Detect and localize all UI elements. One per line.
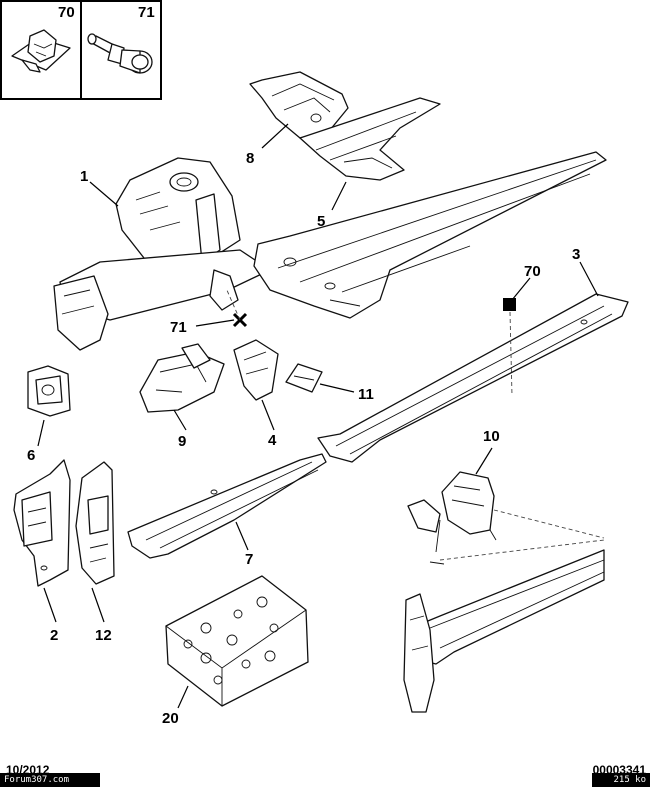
- part-2-reinforcement: [13, 459, 71, 587]
- stud-71-marker: [225, 287, 248, 328]
- part-1-front-member: [53, 157, 271, 351]
- callout-5: 5: [317, 213, 325, 230]
- callout-10: 10: [483, 428, 500, 445]
- callout-7: 7: [245, 551, 253, 568]
- part-4-bracket: [233, 339, 279, 401]
- part-12-reinforcement: [75, 461, 115, 585]
- callout-2: 2: [50, 627, 58, 644]
- rear-frame: [403, 509, 605, 713]
- footer-site: Forum307.com: [4, 775, 70, 785]
- callout-labels: 1 2 3 4 5 6 7 8 9 10 11 12 20 70 71: [27, 150, 580, 727]
- callout-12: 12: [95, 627, 112, 644]
- leader-lines: [37, 123, 599, 709]
- stud-71-icon: [87, 33, 153, 74]
- callout-70: 70: [524, 263, 541, 280]
- callout-4: 4: [268, 432, 277, 449]
- inset-box: 70 71: [0, 0, 162, 100]
- part-8-bracket: [249, 71, 349, 139]
- footer-size: 215 ko: [613, 775, 646, 785]
- part-11-plate: [285, 363, 323, 393]
- part-20-fastener-kit: [165, 575, 309, 707]
- long-side-rail: [253, 151, 607, 319]
- callout-8: 8: [246, 150, 254, 167]
- part-9-bracket: [139, 343, 225, 413]
- callout-20: 20: [162, 710, 179, 727]
- callout-71: 71: [170, 319, 187, 336]
- part-7-rail: [127, 453, 327, 559]
- callout-3: 3: [572, 246, 580, 263]
- callout-11: 11: [358, 386, 374, 403]
- part-6-plate: [27, 365, 71, 417]
- part-3-sill: [317, 293, 629, 463]
- footer-size-bar: 215 ko: [592, 773, 650, 787]
- marker-70-square: [503, 298, 516, 311]
- callout-9: 9: [178, 433, 186, 450]
- part-10-mount: [407, 471, 497, 565]
- clip-70-icon: [11, 29, 71, 73]
- callout-1: 1: [80, 168, 88, 185]
- footer-site-bar: Forum307.com: [0, 773, 100, 787]
- callout-6: 6: [27, 447, 35, 464]
- inset-label-70: 70: [58, 4, 75, 21]
- inset-label-71: 71: [138, 4, 155, 21]
- part-5-rail: [299, 97, 441, 181]
